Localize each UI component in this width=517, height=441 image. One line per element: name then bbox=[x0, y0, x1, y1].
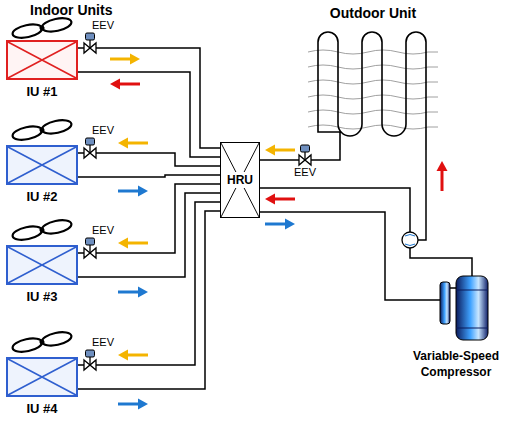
fin-line bbox=[308, 95, 438, 99]
unit-label: IU #3 bbox=[6, 289, 78, 304]
four-way-valve bbox=[402, 232, 418, 248]
fin-line bbox=[308, 65, 438, 69]
unit-cross bbox=[8, 247, 76, 283]
unit-outline bbox=[7, 41, 77, 79]
fin-line bbox=[308, 50, 438, 54]
flow-arrow bbox=[118, 350, 148, 361]
cross-line bbox=[221, 143, 259, 217]
coil-tube bbox=[318, 32, 426, 150]
refrigerant-pipe bbox=[260, 212, 400, 300]
refrigerant-pipe bbox=[78, 153, 220, 177]
indoor-unit: IU #4 bbox=[6, 357, 78, 416]
indoor-unit-box bbox=[6, 40, 78, 80]
fan-icon bbox=[11, 218, 72, 242]
valve-label: EEV bbox=[92, 224, 114, 236]
unit-outline bbox=[7, 358, 77, 396]
unit-outline bbox=[7, 146, 77, 184]
eev-icon bbox=[84, 33, 96, 53]
indoor-unit-box bbox=[6, 357, 78, 397]
indoor-unit: IU #3 bbox=[6, 245, 78, 304]
refrigerant-pipe bbox=[78, 184, 220, 277]
flow-arrow bbox=[265, 145, 295, 156]
indoor-unit-box bbox=[6, 145, 78, 185]
valve-label: EEV bbox=[294, 166, 316, 178]
heat-recovery-unit: HRU bbox=[220, 142, 260, 218]
flow-arrow bbox=[110, 54, 140, 65]
fin-line bbox=[308, 80, 438, 84]
flow-arrow bbox=[118, 399, 148, 410]
indoor-unit: IU #1 bbox=[6, 40, 78, 99]
unit-label: IU #2 bbox=[6, 189, 78, 204]
group-heading: Outdoor Unit bbox=[330, 5, 416, 22]
pipe bbox=[418, 150, 426, 240]
valve-label: EEV bbox=[92, 124, 114, 136]
compressor-drawing bbox=[400, 268, 512, 346]
flow-arrow bbox=[118, 287, 148, 298]
fan-icon bbox=[11, 16, 72, 40]
flow-arrow bbox=[110, 79, 140, 90]
group-heading: Indoor Units bbox=[30, 2, 112, 18]
eev-icon bbox=[84, 138, 96, 158]
indoor-unit: IU #2 bbox=[6, 145, 78, 204]
fin-line bbox=[308, 110, 438, 114]
flow-arrow bbox=[118, 186, 148, 197]
flow-arrow bbox=[118, 138, 148, 149]
flow-arrow bbox=[118, 238, 148, 249]
fan-icon bbox=[11, 330, 72, 354]
unit-outline bbox=[7, 246, 77, 284]
compressor-label: Variable-Speed Compressor bbox=[400, 348, 512, 380]
coil-drawing bbox=[298, 4, 448, 150]
compressor: Variable-Speed Compressor bbox=[400, 268, 512, 382]
pipe bbox=[400, 299, 440, 301]
pipe bbox=[410, 248, 472, 268]
accumulator bbox=[440, 282, 450, 324]
indoor-unit-box bbox=[6, 245, 78, 285]
hru-label: HRU bbox=[225, 172, 255, 188]
eev-icon bbox=[299, 145, 311, 165]
outdoor-unit: Outdoor Unit bbox=[298, 4, 448, 150]
unit-label: IU #1 bbox=[6, 84, 78, 99]
pipe bbox=[260, 188, 410, 232]
unit-label: IU #4 bbox=[6, 401, 78, 416]
unit-cross bbox=[8, 359, 76, 395]
valve-mark bbox=[405, 235, 415, 246]
fin-line bbox=[308, 125, 438, 129]
eev-icon bbox=[84, 238, 96, 258]
eev-icon bbox=[84, 350, 96, 370]
flow-arrow bbox=[265, 194, 295, 205]
flow-arrow bbox=[265, 219, 295, 230]
unit-cross bbox=[8, 42, 76, 78]
shell-seam bbox=[456, 290, 488, 328]
refrigerant-pipe bbox=[78, 48, 220, 157]
valve-label: EEV bbox=[92, 19, 114, 31]
valve-label: EEV bbox=[92, 336, 114, 348]
refrigerant-pipe bbox=[78, 202, 220, 389]
flow-arrow bbox=[437, 161, 448, 191]
fan-icon bbox=[11, 118, 72, 142]
unit-cross bbox=[8, 147, 76, 183]
compressor-shell bbox=[456, 276, 488, 340]
